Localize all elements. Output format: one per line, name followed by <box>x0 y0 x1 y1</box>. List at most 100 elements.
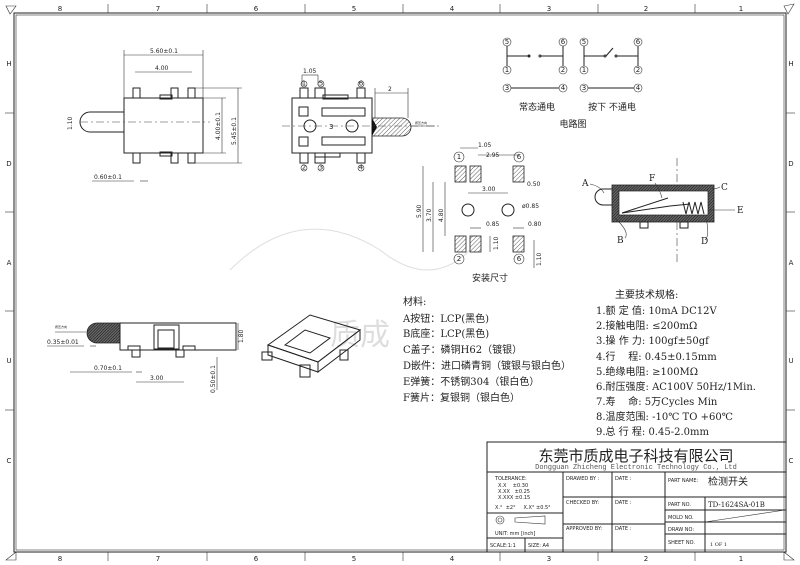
circuit-caption-pressed: 按下 不通电 <box>588 101 636 113</box>
drawed-by-label: DRAWED BY : <box>566 476 600 482</box>
dim: 0.70±0.1 <box>94 365 122 372</box>
label-b: B <box>617 236 624 246</box>
dim-center: 3 <box>329 123 333 131</box>
dim: 3.00 <box>482 186 496 193</box>
dim: 0.85 <box>486 221 500 228</box>
pin-number: 1 <box>505 66 509 74</box>
row-label: U <box>6 357 11 365</box>
row-label: H <box>6 60 11 68</box>
material-item: A按钮：LCP(黑色) <box>402 312 489 325</box>
pin-number: 2 <box>636 66 640 74</box>
spec-item: 4.行 程: 0.45±0.15mm <box>596 350 717 363</box>
pin-number: 5 <box>505 38 509 46</box>
material-item: F簧片：复银铜（银白色） <box>403 391 520 404</box>
mounting-footprint: 1.05 2.95 0.50 3.00 ø0.85 0.85 0.80 1.10… <box>416 142 543 284</box>
spec-item: 1.额 定 值: 10mA DC12V <box>596 304 717 317</box>
pin-number: 2 <box>457 255 461 263</box>
date-label: DATE : <box>615 526 632 532</box>
dim: 0.80 <box>528 221 542 228</box>
spec-item: 5.绝缘电阻: ≥100MΩ <box>596 365 698 378</box>
pin-number: 2 <box>561 66 565 74</box>
row-label: A <box>7 259 12 267</box>
dim: 1.10 <box>493 236 500 250</box>
col-label: 8 <box>58 5 62 13</box>
part-no: TD-1624SA-01B <box>708 501 765 509</box>
pin-number: 3 <box>319 164 323 172</box>
company-name-en: Dongguan Zhicheng Electronic Technology … <box>535 464 737 472</box>
pin-number: 4 <box>359 164 364 172</box>
size: SIZE: A4 <box>528 543 549 549</box>
material-item: C盖子：磷铜H62（镀银） <box>403 343 522 356</box>
pin-number: 6 <box>636 38 641 46</box>
row-label: D <box>788 160 793 168</box>
pin-number: 1 <box>582 66 586 74</box>
row-label: D <box>6 160 11 168</box>
dim-pin-width: 0.60±0.1 <box>94 174 122 181</box>
materials-list: 材料: A按钮：LCP(黑色) B底座：LCP(黑色) C盖子：磷铜H62（镀银… <box>402 295 571 404</box>
checked-by-label: CHECKED BY: <box>566 500 599 506</box>
pin-number: 6 <box>359 80 364 88</box>
label-a: A <box>581 179 589 189</box>
dim-stroke: 2 <box>388 86 392 93</box>
row-label: C <box>789 457 794 465</box>
col-label: 1 <box>739 5 743 13</box>
company-name-cn: 东莞市质成电子科技有限公司 <box>538 447 733 465</box>
dim: 1.10 <box>536 252 543 266</box>
col-label: 8 <box>58 555 62 563</box>
tolerance-label: TOLERANCE: <box>494 476 527 482</box>
dim: 0.35±0.01 <box>47 339 79 346</box>
label-c: C <box>721 183 728 193</box>
pin-number: 1 <box>457 153 461 161</box>
dim: ø0.85 <box>522 203 539 210</box>
dim-plunger: 1.10 <box>67 116 74 130</box>
spec-item: 6.耐压强度: AC100V 50Hz/1Min. <box>596 380 756 393</box>
col-label: 6 <box>254 555 259 563</box>
tolerance: X.XX ±0.25 <box>498 489 530 495</box>
sheet-no: 1 OF 1 <box>710 542 727 548</box>
col-label: 2 <box>644 5 648 13</box>
label-e: E <box>737 206 744 216</box>
unit: UNIT: mm [inch] <box>495 531 535 537</box>
pin-number: 6 <box>561 38 566 46</box>
spec-title: 主要技术规格: <box>615 288 678 301</box>
pin-number: 5 <box>319 80 323 88</box>
spec-item: 8.温度范围: -10℃ TO +60℃ <box>596 410 733 423</box>
dim: 3.00 <box>150 375 164 382</box>
dim-total-height: 5.45±0.1 <box>231 117 238 145</box>
pin-number: 3 <box>505 84 509 92</box>
arrow-label: 按压方向 <box>55 324 67 329</box>
date-label: DATE : <box>615 476 632 482</box>
col-label: 4 <box>450 5 455 13</box>
dim-width: 5.60±0.1 <box>150 48 178 55</box>
row-label: A <box>789 259 794 267</box>
spec-item: 2.接触电阻: ≤200mΩ <box>596 319 697 332</box>
dim: 0.50±0.1 <box>210 365 217 393</box>
col-label: 5 <box>352 5 356 13</box>
circuit-caption-normal: 常态通电 <box>519 101 555 113</box>
circuit-title: 电路图 <box>559 118 586 130</box>
arrow-label: 按压方向 <box>415 120 427 125</box>
dim: 5.90 <box>416 204 423 218</box>
dim: 2.95 <box>486 152 500 159</box>
col-label: 2 <box>644 555 648 563</box>
pin-number: 3 <box>582 84 586 92</box>
dim: 1.80 <box>238 329 245 343</box>
col-label: 1 <box>739 555 743 563</box>
col-label: 5 <box>352 555 356 563</box>
spec-item: 3.操 作 力: 100gf±50gf <box>596 334 710 347</box>
side-view: 按压方向 0.35±0.01 0.70±0.1 3.00 0.50±0.1 1.… <box>47 322 245 393</box>
sheet-no-label: SHEET NO. <box>668 540 695 546</box>
row-label: U <box>788 357 793 365</box>
part-no-label: PART NO. <box>668 502 691 508</box>
date-label: DATE : <box>615 500 632 506</box>
dim-pitch: 1.05 <box>303 68 317 75</box>
part-name: 检测开关 <box>708 475 748 488</box>
spec-item: 7.寿 命: 5万Cycles Min <box>596 395 718 408</box>
pin-view: 1 5 6 2 3 4 1.05 2 3 按压方向 <box>282 68 440 172</box>
dim: 0.50 <box>527 181 541 188</box>
title-block: 东莞市质成电子科技有限公司 Dongguan Zhicheng Electron… <box>486 441 787 553</box>
material-item: D嵌件：进口磷青铜（镀银与银白色） <box>403 359 571 372</box>
pin-number: 4 <box>561 84 566 92</box>
pin-number: 1 <box>302 80 306 88</box>
cross-section-view: A B C D E F <box>581 158 744 262</box>
